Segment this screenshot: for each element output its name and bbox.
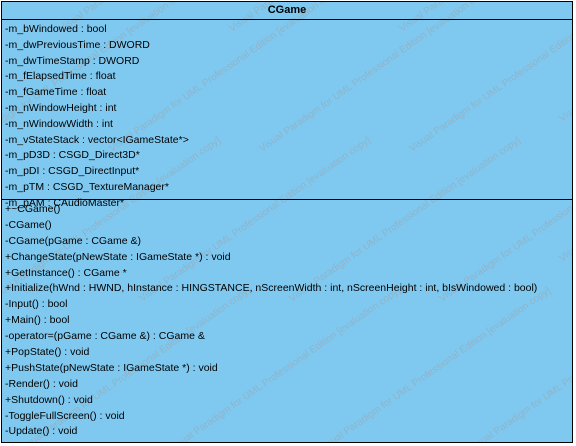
operation: -operator=(pGame : CGame &) : CGame & [5,330,205,343]
operation: +ChangeState(pNewState : IGameState *) :… [5,250,231,263]
attribute: -m_nWindowHeight : int [5,101,117,114]
attribute: -m_pTM : CSGD_TextureManager* [5,180,169,193]
operation: -ToggleFullScreen() : void [5,409,125,422]
operation: -CGame(pGame : CGame &) [5,234,141,247]
operation: +~CGame() [5,203,61,215]
class-name: CGame [2,2,572,20]
attribute: -m_vStateStack : vector<IGameState*> [5,133,189,146]
operation: -Input() : bool [5,298,68,311]
attribute: -m_nWindowWidth : int [5,117,113,130]
attribute: -m_fGameTime : float [5,86,107,99]
attribute: -m_fElapsedTime : float [5,70,116,83]
attribute: -m_pDI : CSGD_DirectInput* [5,165,140,178]
operation: +PushState(pNewState : IGameState *) : v… [5,361,218,374]
attribute: -m_bWindowed : bool [5,23,107,35]
attribute: -m_pAM : CAudioMaster* [5,196,125,209]
attribute: -m_pD3D : CSGD_Direct3D* [5,149,140,162]
operation: -Update() : void [5,425,78,438]
operation: +Main() : bool [5,314,70,327]
operation: +Initialize(hWnd : HWND, hInstance : HIN… [5,282,538,295]
operation: +GetInstance() : CGame * [5,266,127,279]
attribute: -m_dwPreviousTime : DWORD [5,38,150,51]
operation: +Shutdown() : void [5,393,93,406]
attributes-compartment: -m_bWindowed : bool -m_dwPreviousTime : … [2,20,572,209]
operation: -CGame() [5,218,52,231]
attribute: -m_dwTimeStamp : DWORD [5,54,140,67]
operation: +PopState() : void [5,346,90,359]
operations-compartment: +~CGame() -CGame() -CGame(pGame : CGame … [2,200,572,440]
operation: -Render() : void [5,377,78,390]
